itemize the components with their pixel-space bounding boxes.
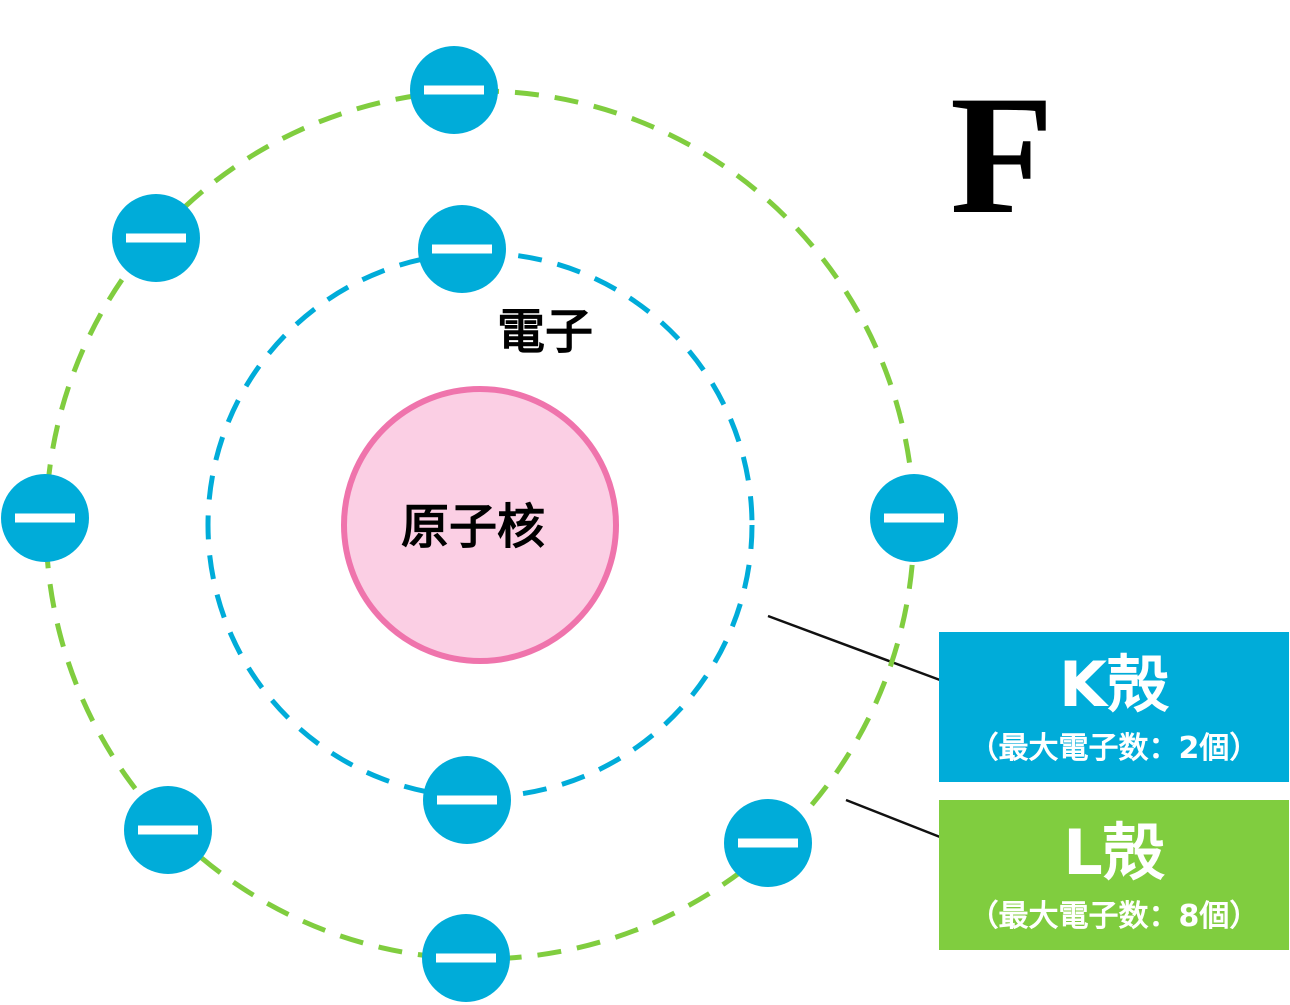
minus-sign-icon — [15, 513, 75, 523]
electron — [112, 194, 200, 282]
electron — [418, 205, 506, 293]
electron — [410, 46, 498, 134]
l-shell-name: L殻 — [1063, 816, 1165, 889]
electron — [724, 799, 812, 887]
l-shell-electrons — [1, 46, 958, 1002]
l-shell-leader-line — [845, 798, 941, 839]
element-symbol: F — [950, 61, 1054, 249]
k-shell-capacity: （最大電子数：2個） — [968, 731, 1260, 766]
minus-sign-icon — [437, 795, 497, 805]
k-shell-leader-line — [767, 614, 941, 682]
minus-sign-icon — [436, 953, 496, 963]
electron — [423, 756, 511, 844]
minus-sign-icon — [126, 233, 186, 243]
electron-label: 電子 — [497, 304, 593, 360]
l-shell-box: L殻 （最大電子数：8個） — [939, 800, 1289, 950]
minus-sign-icon — [884, 513, 944, 523]
electron — [124, 786, 212, 874]
k-shell-electrons — [418, 205, 511, 844]
minus-sign-icon — [424, 85, 484, 95]
minus-sign-icon — [138, 825, 198, 835]
k-shell-box: K殻 （最大電子数：2個） — [939, 632, 1289, 782]
electron — [422, 914, 510, 1002]
l-shell-capacity: （最大電子数：8個） — [968, 899, 1260, 934]
electron — [870, 474, 958, 562]
nucleus — [341, 386, 619, 664]
nucleus-label: 原子核 — [401, 499, 545, 555]
electron — [1, 474, 89, 562]
k-shell-name: K殻 — [1058, 648, 1170, 721]
minus-sign-icon — [432, 244, 492, 254]
minus-sign-icon — [738, 838, 798, 848]
